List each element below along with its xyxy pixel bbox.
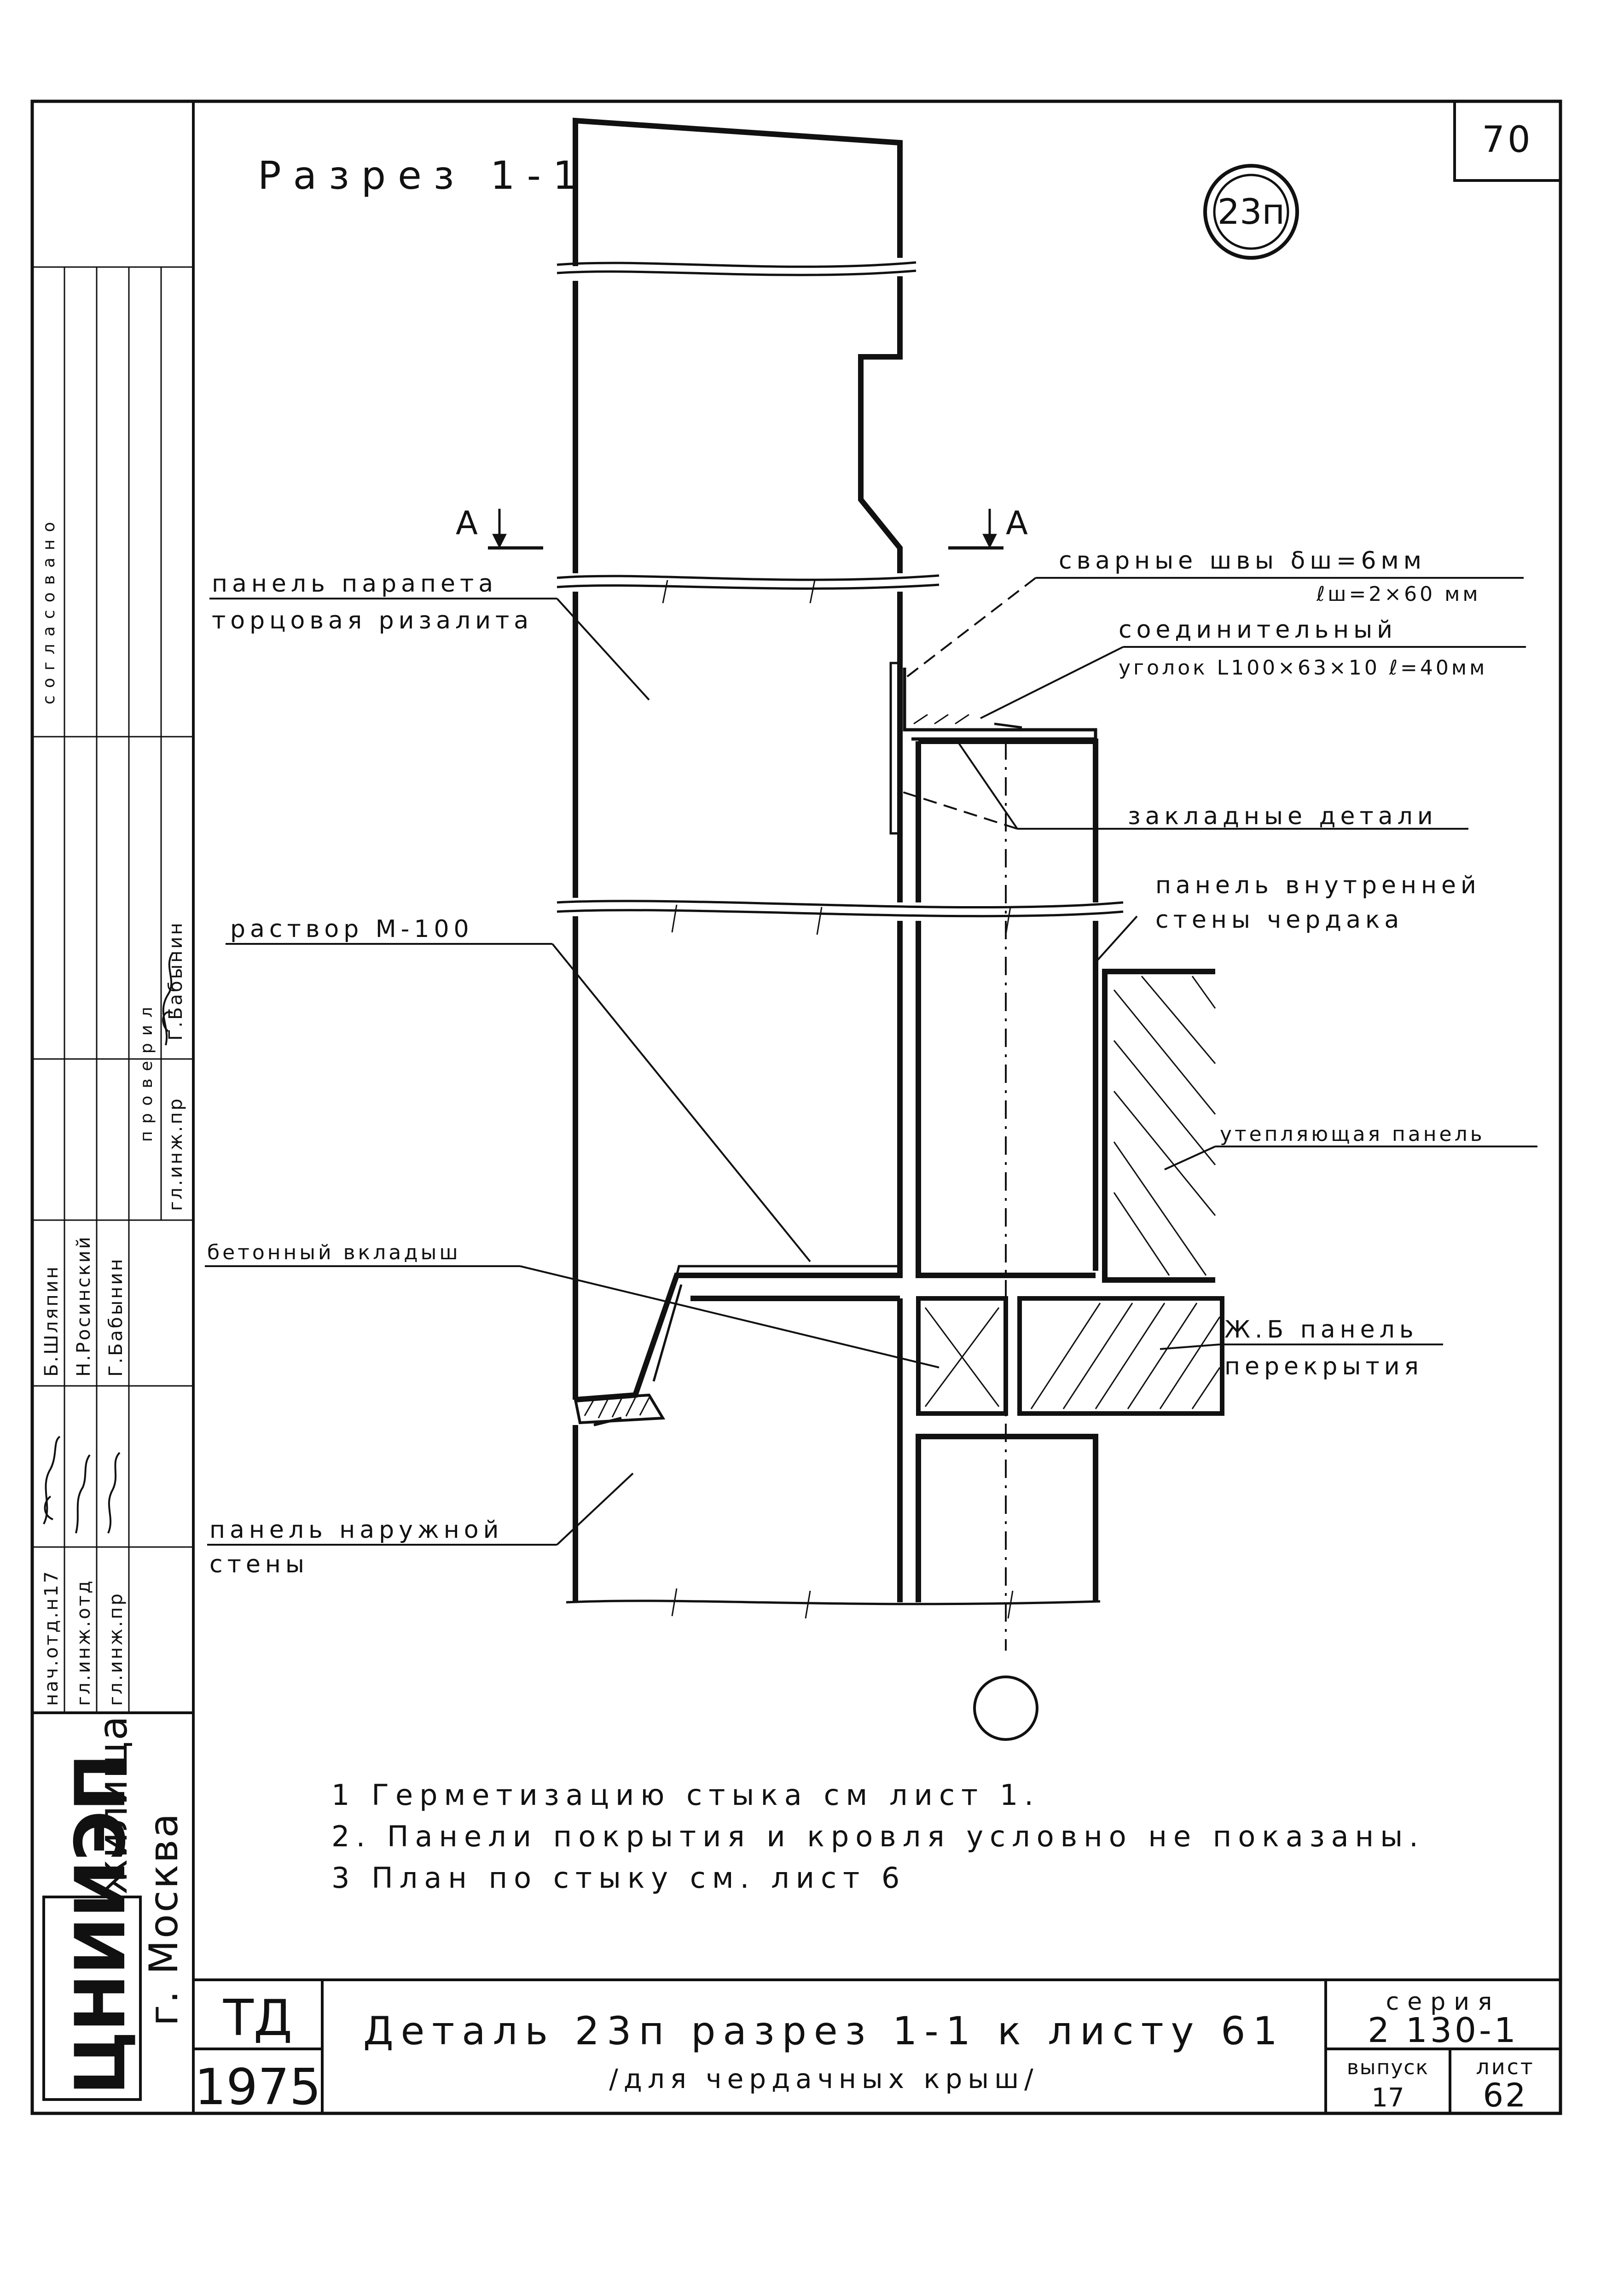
cut-mark-left bbox=[488, 509, 543, 550]
label-slab-2: перекрытия bbox=[1224, 1353, 1423, 1380]
label-angle-2: уголок L100×63×10 ℓ=40мм bbox=[1119, 656, 1487, 680]
label-inner-panel-2: стены чердака bbox=[1155, 906, 1404, 934]
label-parapet-panel-2: торцовая ризалита bbox=[212, 607, 533, 634]
label-weld-2: ℓш=2×60 мм bbox=[1316, 582, 1481, 606]
label-angle-1: соединительный bbox=[1119, 616, 1397, 644]
title-block-series-label: серия bbox=[1386, 1988, 1501, 2016]
org-name: жилища bbox=[90, 1715, 136, 1895]
label-embedded: закладные детали bbox=[1128, 803, 1438, 830]
stamp-checked-label: проверил bbox=[137, 1000, 156, 1142]
sheet-corner-number: 70 bbox=[1482, 119, 1533, 161]
note-2: 2. Панели покрытия и кровля условно не п… bbox=[331, 1820, 1425, 1853]
leader-lines bbox=[205, 577, 1537, 1546]
side-stamp-grid bbox=[32, 266, 193, 1714]
label-outer-wall-2: стены bbox=[209, 1551, 309, 1578]
stamp-role-2: гл.инж.отд bbox=[73, 1579, 94, 1706]
note-1: 1 Герметизацию стыка см лист 1. bbox=[331, 1778, 1040, 1812]
title-block-sheet-value: 62 bbox=[1483, 2077, 1527, 2114]
stamp-role-1: нач.отд.н17 bbox=[41, 1570, 62, 1706]
label-mortar: раствор М-100 bbox=[230, 915, 474, 943]
stamp-name-2: Н.Росинский bbox=[73, 1235, 94, 1377]
stamp-checked-signature bbox=[162, 952, 174, 1046]
label-insulation: утепляющая панель bbox=[1220, 1123, 1485, 1146]
title-block-sheet-label: лист bbox=[1476, 2054, 1534, 2079]
org-logo: ЦНИИЭП bbox=[42, 1755, 142, 2101]
title-block-grid bbox=[193, 1978, 1560, 2113]
label-slab-1: Ж.Б панель bbox=[1224, 1316, 1418, 1344]
stamp-checked-name: Г.Бабынин bbox=[165, 921, 186, 1041]
label-inner-panel-1: панель внутренней bbox=[1155, 872, 1481, 899]
org-logo-text: ЦНИИЭП bbox=[61, 1755, 141, 2095]
title-block-subtitle: /для чердачных крыш/ bbox=[609, 2063, 1038, 2094]
parapet-panel-outline bbox=[573, 117, 903, 266]
stamp-checked-role: гл.инж.пр bbox=[165, 1097, 186, 1211]
title-block-series-value: 2 130-1 bbox=[1368, 2011, 1519, 2050]
title-block-doc-type: ТД bbox=[223, 1990, 292, 2047]
stamp-role-3: гл.инж.пр bbox=[105, 1592, 127, 1706]
title-block-issue-label: выпуск bbox=[1347, 2056, 1429, 2079]
note-3: 3 План по стыку см. лист 6 bbox=[331, 1861, 906, 1895]
cut-mark-right-label: А bbox=[1006, 504, 1028, 542]
title-block-issue-value: 17 bbox=[1371, 2083, 1404, 2113]
label-parapet-panel-1: панель парапета bbox=[212, 570, 498, 598]
detail-mark: 23п bbox=[1203, 164, 1299, 260]
label-outer-wall-1: панель наружной bbox=[209, 1516, 503, 1544]
stamp-name-3: Г.Бабынин bbox=[105, 1257, 127, 1377]
section-title: Разрез 1-1 bbox=[258, 153, 589, 198]
title-block-title: Деталь 23п разрез 1-1 к листу 61 bbox=[363, 2008, 1285, 2053]
label-weld-1: сварные швы δш=6мм bbox=[1059, 547, 1426, 575]
detail-mark-text: 23п bbox=[1218, 191, 1285, 232]
sheet-frame bbox=[30, 99, 1562, 2115]
cut-mark-right bbox=[948, 509, 1003, 550]
label-concrete-insert: бетонный вкладыш bbox=[207, 1241, 461, 1264]
cut-mark-left-label: А bbox=[456, 504, 478, 542]
title-block-year: 1975 bbox=[195, 2059, 321, 2116]
stamp-name-1: Б.Шляпин bbox=[41, 1265, 62, 1377]
section-geometry bbox=[557, 117, 1224, 1741]
stamp-agreed-label: согласовано bbox=[40, 515, 58, 704]
org-city: г. Москва bbox=[141, 1812, 187, 2026]
stamp-signatures bbox=[43, 1436, 121, 1534]
